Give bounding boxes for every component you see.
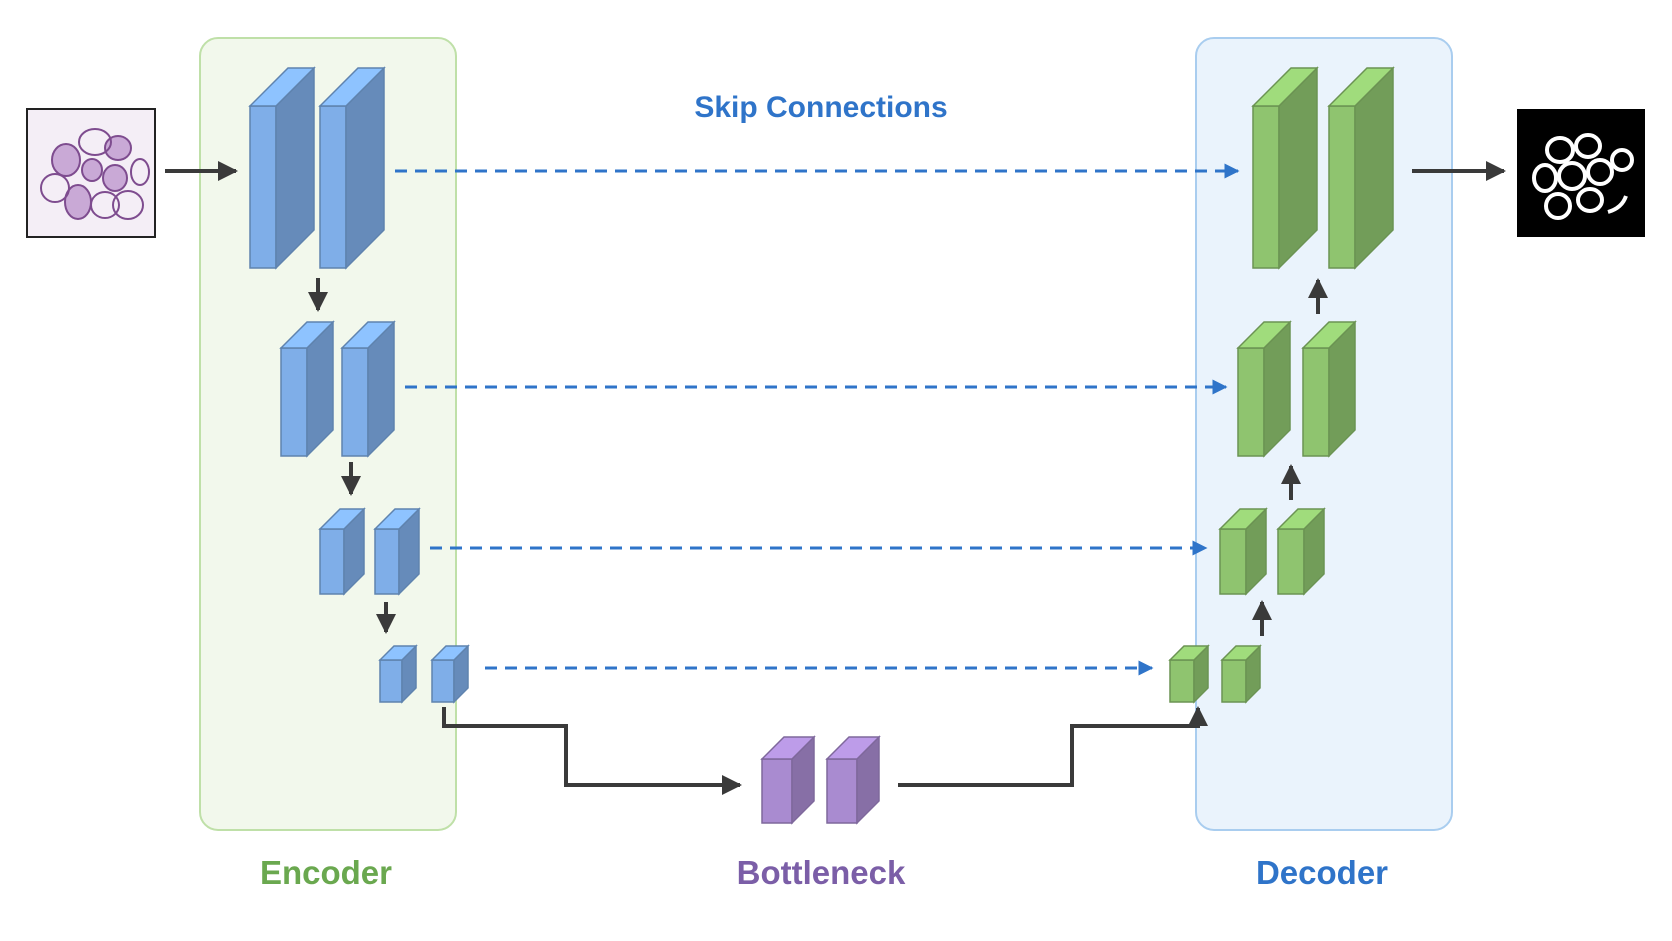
encoder-block-1a <box>248 66 316 270</box>
skip-connections <box>395 163 1240 676</box>
decoder-label: Decoder <box>1256 854 1388 891</box>
decoder-block-3a <box>1218 507 1268 596</box>
decoder-block-1a <box>1251 66 1319 270</box>
encoder-block-1b <box>318 66 386 270</box>
output-mask-icon <box>1517 109 1645 237</box>
encoder-block-4a <box>378 644 418 704</box>
bottleneck-label: Bottleneck <box>737 854 906 891</box>
decoder-block-1b <box>1327 66 1395 270</box>
decoder-block-4a <box>1168 644 1210 704</box>
from-bottleneck-path <box>898 706 1208 787</box>
bottleneck-block-b <box>825 735 881 825</box>
encoder-block-2b <box>340 320 396 458</box>
feature-blocks <box>248 66 1395 825</box>
skip-connections-label: Skip Connections <box>694 91 947 124</box>
encoder-label: Encoder <box>260 854 392 891</box>
input-image-icon <box>26 108 156 238</box>
decoder-block-4b <box>1220 644 1262 704</box>
to-bottleneck-path <box>442 707 742 795</box>
encoder-block-2a <box>279 320 335 458</box>
bottleneck-block-a <box>760 735 816 825</box>
encoder-block-3a <box>318 507 366 596</box>
decoder-block-2a <box>1236 320 1292 458</box>
encoder-block-3b <box>373 507 421 596</box>
decoder-block-2b <box>1301 320 1357 458</box>
decoder-block-3b <box>1276 507 1326 596</box>
encoder-block-4b <box>430 644 470 704</box>
